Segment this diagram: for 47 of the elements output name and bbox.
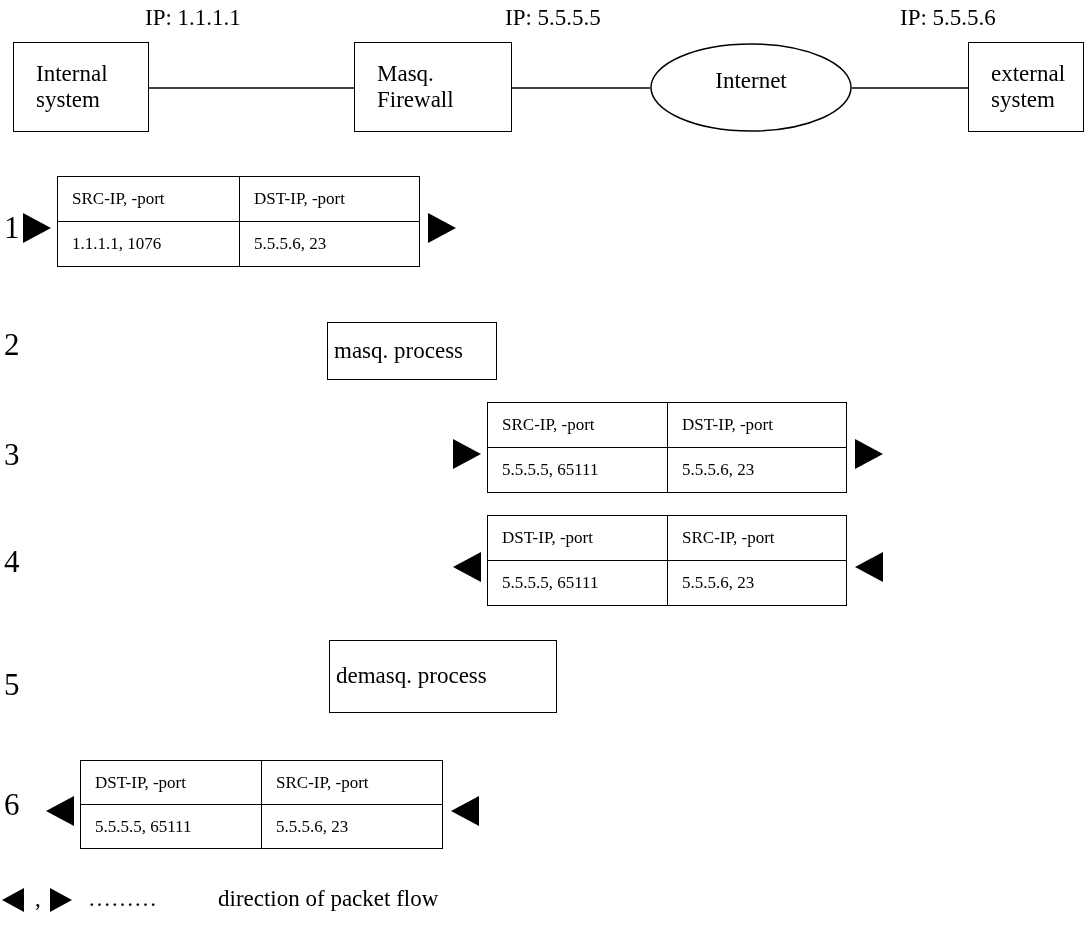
packet-header-table — [487, 515, 847, 606]
table-cell: DST-IP, -port — [488, 516, 668, 561]
table-cell-text: 5.5.5.6, 23 — [275, 815, 350, 838]
table-cell: SRC-IP, -port — [668, 516, 846, 561]
step-number: 3 — [4, 439, 20, 470]
packet-header-table — [57, 176, 420, 267]
packet-header-table — [487, 402, 847, 493]
table-cell: SRC-IP, -port — [488, 403, 668, 448]
step-number: 2 — [4, 329, 20, 360]
legend-dots: ……… — [88, 887, 157, 910]
table-cell: SRC-IP, -port — [262, 761, 442, 805]
system-box — [968, 42, 1084, 132]
packet-header-table — [80, 760, 443, 849]
process-box — [327, 322, 497, 380]
node-label: Masq. Firewall — [377, 60, 455, 114]
table-cell: DST-IP, -port — [240, 177, 419, 222]
ip-address-label: IP: 1.1.1.1 — [145, 6, 241, 29]
node-label: external system — [991, 60, 1067, 114]
system-box — [354, 42, 512, 132]
table-cell-text: 5.5.5.6, 23 — [681, 572, 756, 594]
node-label: demasq. process — [336, 663, 488, 690]
ip-address-label: IP: 5.5.5.5 — [505, 6, 601, 29]
connector-line — [511, 87, 651, 89]
legend-text: direction of packet flow — [218, 887, 439, 910]
node-label: Internal system — [36, 60, 109, 114]
ip-address-label: IP: 5.5.5.6 — [900, 6, 996, 29]
table-cell: 5.5.5.5, 65111 — [488, 447, 668, 492]
process-box — [329, 640, 557, 713]
table-cell: DST-IP, -port — [668, 403, 846, 448]
table-cell: 5.5.5.5, 65111 — [488, 560, 668, 605]
table-cell-text: 5.5.5.6, 23 — [253, 233, 328, 255]
table-cell-text: 5.5.5.6, 23 — [681, 459, 756, 481]
table-cell: SRC-IP, -port — [58, 177, 240, 222]
system-box — [13, 42, 149, 132]
table-cell: DST-IP, -port — [81, 761, 262, 805]
node-label: Internet — [715, 67, 787, 96]
step-number: 1 — [4, 212, 20, 243]
connector-line — [851, 87, 969, 89]
network-ellipse — [650, 43, 852, 132]
step-number: 4 — [4, 546, 20, 577]
legend-separator: , — [35, 887, 41, 910]
table-cell: 1.1.1.1, 1076 — [58, 221, 240, 266]
step-number: 5 — [4, 669, 20, 700]
step-number: 6 — [4, 789, 20, 820]
connector-line — [148, 87, 355, 89]
table-cell: 5.5.5.5, 65111 — [81, 804, 262, 848]
node-label: masq. process — [334, 337, 465, 365]
